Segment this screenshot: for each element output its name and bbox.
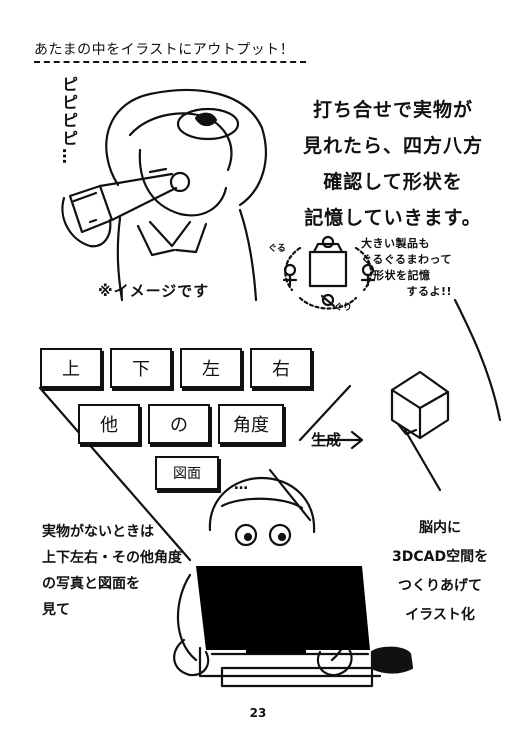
left-note: 実物がないときは 上下左右・その他角度 の写真と図面を 見て <box>42 519 182 623</box>
right-note-line: 3DCAD空間を <box>392 549 489 565</box>
rotate-note-line: 形状を記憶 <box>373 269 431 282</box>
rotate-note-line: するよ!! <box>406 285 453 298</box>
main-note-line: 打ち合せで実物が <box>312 99 473 121</box>
view-box-right: 右 <box>250 348 312 388</box>
view-box-other: 他 <box>78 404 140 444</box>
left-note-line: の写真と図面を <box>42 576 140 592</box>
rotate-note-line: ぐるぐるまわって <box>361 253 453 266</box>
page-number: 23 <box>249 706 267 720</box>
left-note-line: 見て <box>42 602 70 618</box>
main-note-line: 確認して形状を <box>323 171 463 193</box>
right-note-line: つくりあげて <box>398 578 483 594</box>
beep-sound-effect: ピピピピ… <box>59 76 78 166</box>
rotate-note-line: 大きい製品も <box>361 237 430 250</box>
drawing-box: 図面 <box>155 456 219 490</box>
rotate-sfx: ぐり <box>334 303 353 313</box>
right-note-line: イラスト化 <box>405 607 475 623</box>
page-header-title: あたまの中をイラストにアウトプット！ <box>34 42 295 58</box>
right-note: 脳内に 3DCAD空間を つくりあげて イラスト化 <box>392 514 488 630</box>
view-box-angle: 角度 <box>218 404 284 444</box>
view-box-no: の <box>148 404 210 444</box>
left-note-line: 実物がないときは <box>42 524 154 540</box>
right-note-line: 脳内に <box>419 520 462 536</box>
main-note-line: 見れたら、四方八方 <box>302 135 483 157</box>
main-note: 打ち合せで実物が 見れたら、四方八方 確認して形状を 記憶していきます。 <box>298 92 488 236</box>
main-note-line: 記憶していきます。 <box>304 207 482 229</box>
view-box-top: 上 <box>40 348 102 388</box>
top-character-figure <box>61 88 267 302</box>
rotate-diagram <box>282 235 376 310</box>
view-box-left: 左 <box>180 348 242 388</box>
view-box-bottom: 下 <box>110 348 172 388</box>
image-disclaimer: ※イメージです <box>98 282 210 300</box>
generated-3d-object <box>390 370 450 440</box>
rotate-note: 大きい製品も ぐるぐるまわって 形状を記憶 するよ!! <box>361 236 452 300</box>
view-funnel-lines <box>38 298 502 562</box>
left-note-line: 上下左右・その他角度 <box>42 550 182 566</box>
laptop-screen <box>196 566 370 650</box>
generate-label: 生成 <box>311 431 342 449</box>
rotate-sfx: ぐる <box>268 244 286 254</box>
header-dashed-rule <box>34 61 306 63</box>
ellipsis: … <box>234 477 249 493</box>
